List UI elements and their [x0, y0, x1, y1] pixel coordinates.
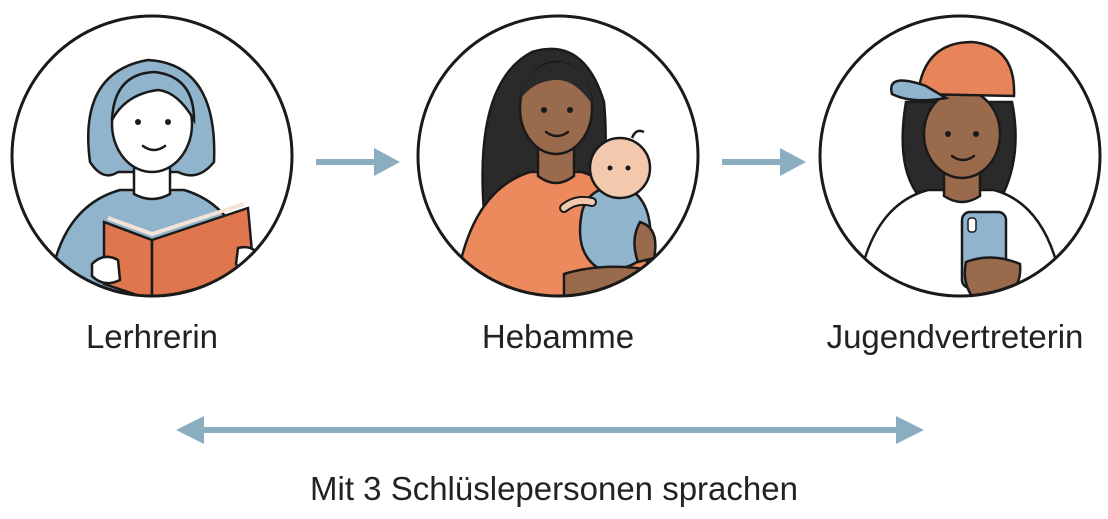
- midwife-with-baby-icon: [416, 14, 700, 298]
- teacher-avatar: [8, 12, 296, 300]
- double-arrow-icon: [176, 416, 924, 444]
- arrow-right-icon: [316, 148, 400, 176]
- person-label-youth: Jugendvertreterin: [826, 318, 1084, 355]
- youth-with-phone-icon: [818, 14, 1102, 298]
- youth-avatar: [816, 12, 1104, 300]
- midwife-avatar: [414, 12, 702, 300]
- arrow-right-icon: [722, 148, 806, 176]
- teacher-with-book-icon: [10, 14, 294, 298]
- person-label-midwife: Hebamme: [481, 318, 635, 355]
- person-label-teacher: Lerhrerin: [85, 318, 219, 355]
- caption: Mit 3 Schlüslepersonen sprachen: [310, 470, 798, 507]
